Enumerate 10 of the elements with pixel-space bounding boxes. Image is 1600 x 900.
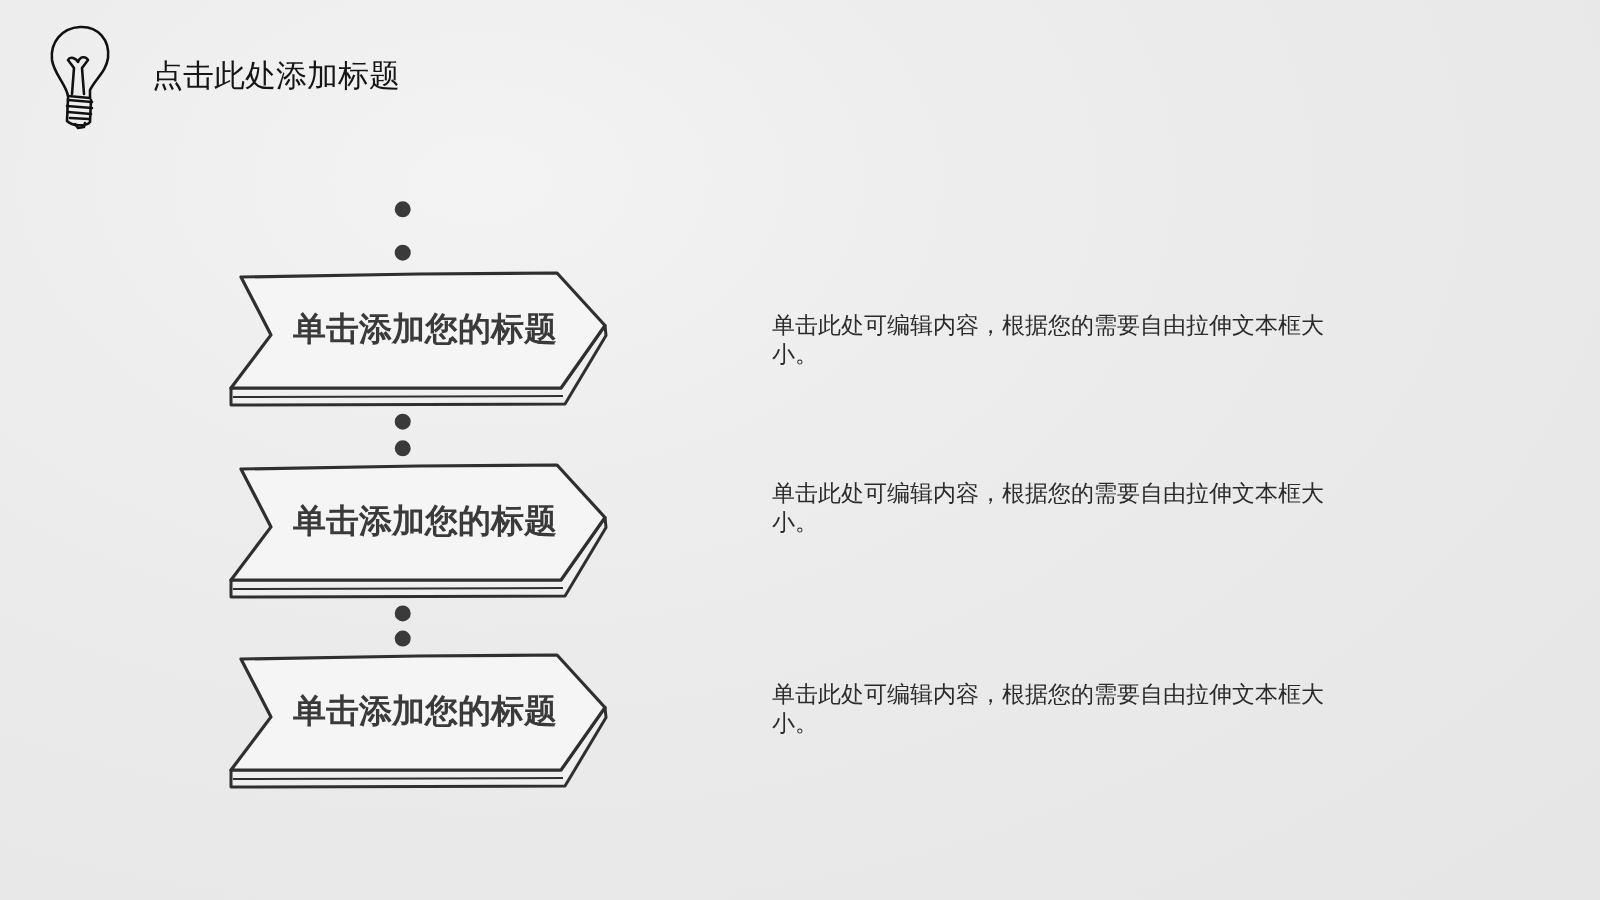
banner-title: 单击添加您的标题	[293, 501, 557, 541]
arrow-banner	[227, 462, 609, 600]
arrow-banner	[227, 270, 609, 408]
arrow-banner	[227, 652, 609, 790]
description-text: 单击此处可编辑内容，根据您的需要自由拉伸文本框大小。	[772, 680, 1325, 737]
description-text: 单击此处可编辑内容，根据您的需要自由拉伸文本框大小。	[772, 311, 1325, 368]
banner-title: 单击添加您的标题	[293, 309, 557, 349]
description-text: 单击此处可编辑内容，根据您的需要自由拉伸文本框大小。	[772, 479, 1325, 536]
slide-title: 点击此处添加标题	[152, 56, 400, 95]
banner-title: 单击添加您的标题	[293, 691, 557, 731]
